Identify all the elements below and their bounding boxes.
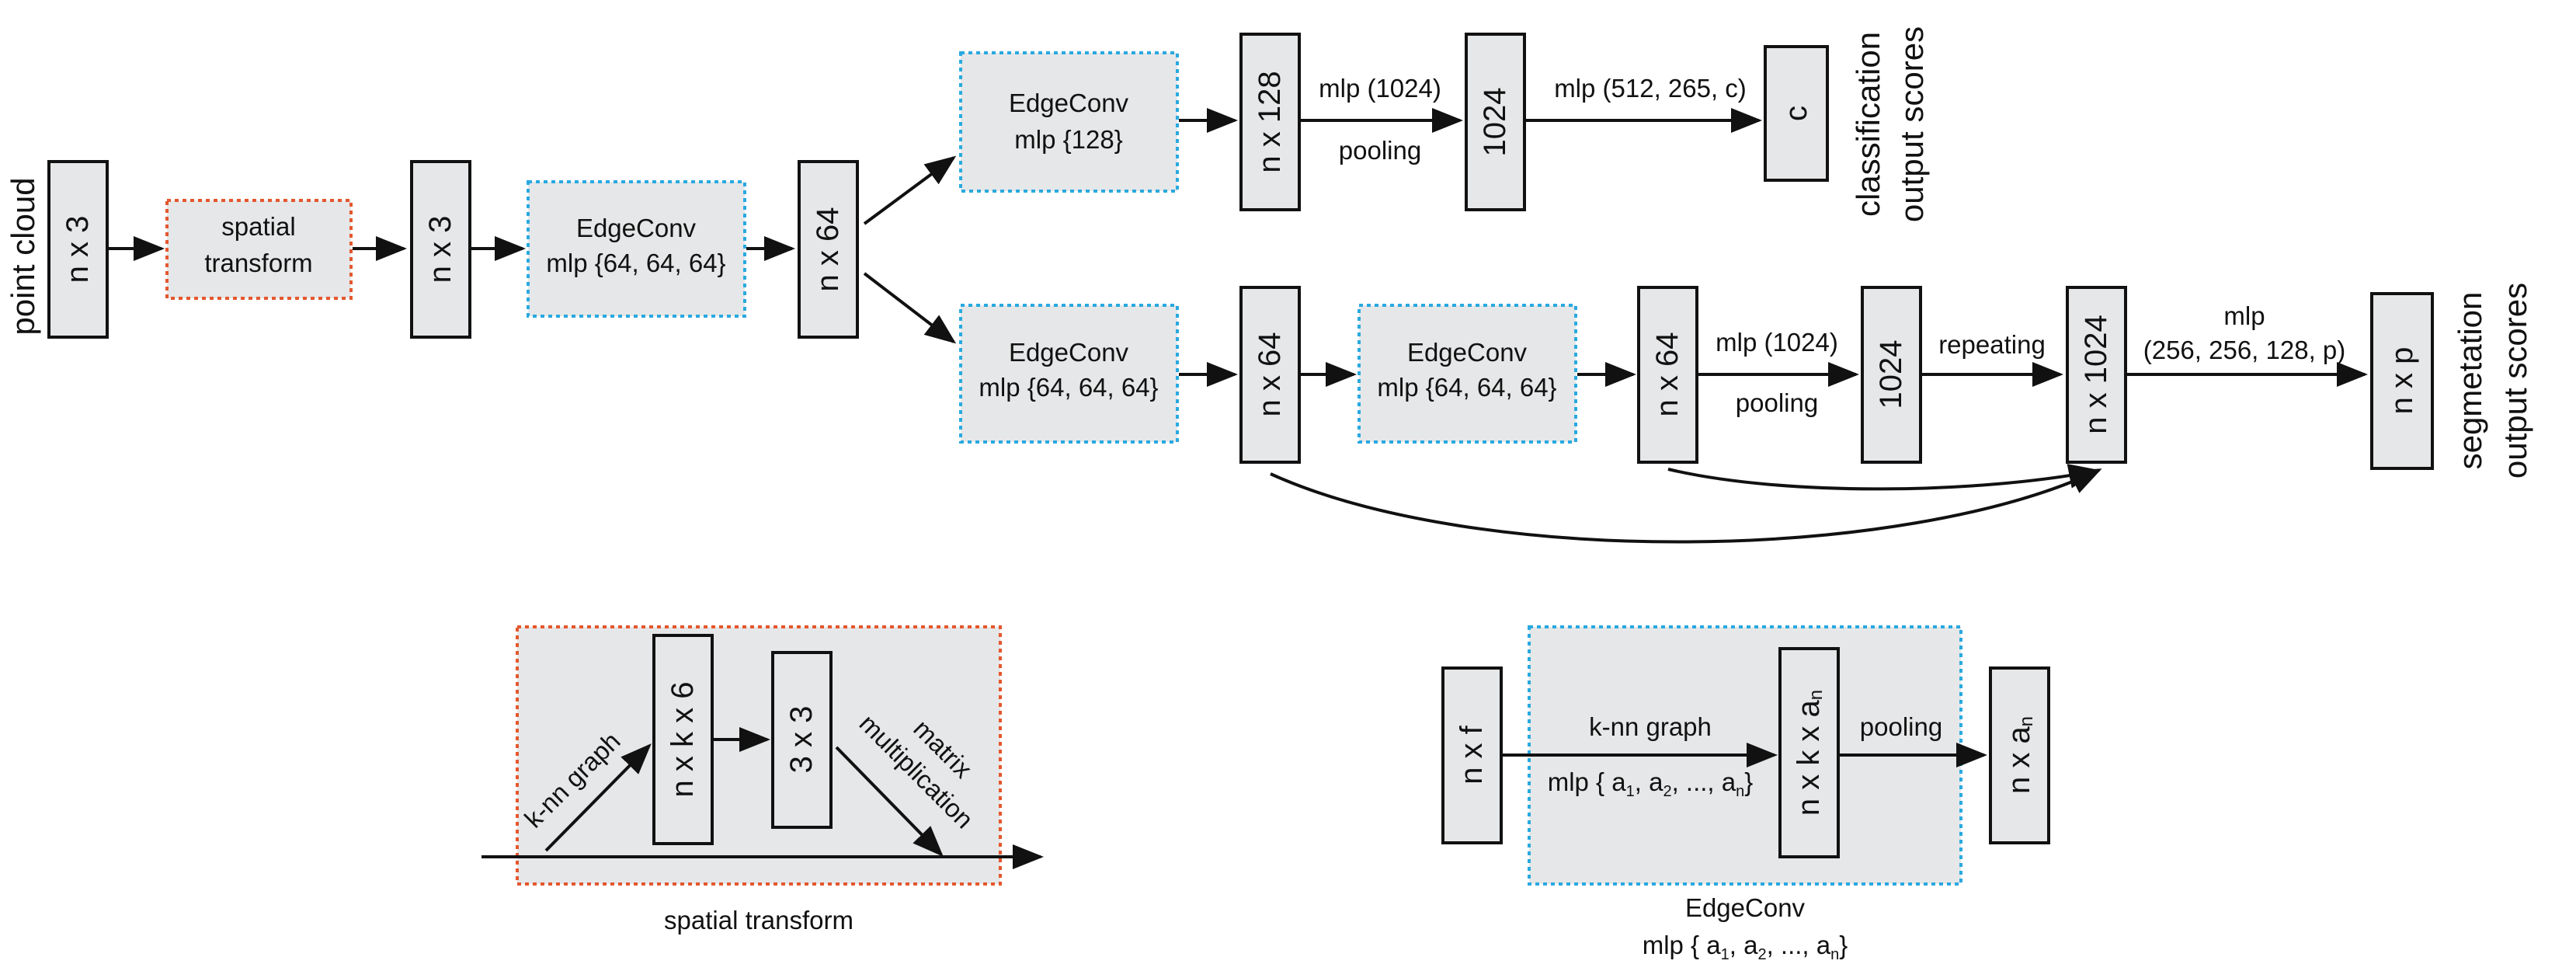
feature-nx128-label: n x 128 (1253, 71, 1287, 172)
edgeconv-cls-title: EdgeConv (1009, 89, 1129, 117)
detail-nxkxa-node: n x k x an (1778, 647, 1840, 858)
cls-mlp-label: mlp (1024) (1319, 74, 1441, 103)
edgeconv-cls-mlp: mlp {128} (1014, 125, 1122, 154)
seg-global-1024-label: 1024 (1874, 340, 1908, 409)
seg-repeating-label: repeating (1938, 330, 2046, 359)
edgeconv-caption-title: EdgeConv (1685, 893, 1806, 922)
detail-nxf-label: n x f (1455, 725, 1489, 784)
detail-matrix-arrow (835, 746, 944, 857)
seg-concat-nx1024-node: n x 1024 (2066, 286, 2127, 464)
detail-nxf-node: n x f (1441, 666, 1503, 844)
seg-feature-b-node: n x 64 (1637, 286, 1698, 464)
cls-global-1024-label: 1024 (1478, 88, 1512, 157)
segmentation-scores-label-1: segmetation (2452, 292, 2488, 470)
spatial-transform-label-1: spatial (221, 212, 295, 241)
input-nx3-node: n x 3 (47, 160, 109, 339)
feature-nx64-label: n x 64 (811, 207, 845, 292)
seg-feature-a-node: n x 64 (1239, 286, 1301, 464)
transformed-nx3-node: n x 3 (410, 160, 471, 339)
cls-pooling-label: pooling (1339, 136, 1421, 165)
detail-nxa-label: n x an (2002, 716, 2037, 794)
seg-pooling-label: pooling (1736, 388, 1818, 417)
spatial-transform-block: spatial transform (165, 199, 353, 300)
cls-global-1024-node: 1024 (1465, 33, 1526, 211)
classification-scores-label-2: output scores (1893, 26, 1930, 222)
detail-edgeconv-knn-label: k-nn graph (1589, 712, 1712, 741)
output-c-node: c (1764, 45, 1829, 182)
skip-connection-feature-a (1270, 468, 2102, 544)
edgeconv-cls-block: EdgeConv mlp {128} (959, 51, 1179, 193)
skip-connection-feature-b (1667, 464, 2100, 491)
edgeconv-detail: n x f k-nn graph mlp { a1, a2, ..., an} … (1441, 625, 2050, 886)
detail-nxa-node: n x an (1989, 666, 2050, 844)
transformed-nx3-label: n x 3 (423, 216, 457, 284)
detail-nxkx6-label: n x k x 6 (666, 682, 700, 798)
detail-nxkx6-node: n x k x 6 (652, 634, 714, 845)
edge-branch-classification (863, 155, 957, 225)
seg-mlp-label: mlp (1024) (1716, 328, 1838, 357)
output-nxp-node: n x p (2370, 292, 2434, 470)
edge-branch-segmentation (863, 272, 957, 344)
output-c-label: c (1779, 106, 1813, 121)
detail-edgeconv-mlp-label: mlp { a1, a2, ..., an} (1548, 767, 1754, 800)
point-cloud-label: point cloud (5, 177, 41, 335)
edgeconv-caption-mlp: mlp { a1, a2, ..., an} (1643, 931, 1848, 963)
edgeconv-seg-b-mlp: mlp {64, 64, 64} (1377, 373, 1556, 402)
seg-feature-a-label: n x 64 (1253, 332, 1287, 417)
input-nx3-label: n x 3 (61, 216, 95, 284)
seg-concat-nx1024-label: n x 1024 (2079, 315, 2113, 433)
edgeconv-seg-a-mlp: mlp {64, 64, 64} (979, 373, 1158, 402)
feature-nx64-node: n x 64 (798, 160, 859, 339)
edgeconv-1-mlp: mlp {64, 64, 64} (546, 249, 725, 277)
edgeconv-seg-b-block: EdgeConv mlp {64, 64, 64} (1358, 304, 1577, 444)
spatial-transform-caption: spatial transform (664, 906, 853, 934)
spatial-transform-label-2: transform (204, 249, 312, 277)
edgeconv-seg-b-title: EdgeConv (1407, 338, 1528, 367)
seg-mlp2-label-1: mlp (2223, 301, 2265, 330)
output-nxp-label: n x p (2385, 347, 2419, 415)
detail-3x3-node: 3 x 3 (771, 651, 833, 829)
seg-mlp2-label-2: (256, 256, 128, p) (2143, 336, 2346, 364)
seg-feature-b-label: n x 64 (1650, 332, 1684, 417)
detail-knn-arrow (544, 743, 652, 852)
spatial-transform-detail: k-nn graph n x k x 6 3 x 3 matrix multip… (481, 625, 1044, 886)
detail-nxkxa-label: n x k x an (1792, 690, 1827, 816)
detail-edgeconv-pooling-label: pooling (1860, 712, 1942, 741)
detail-3x3-label: 3 x 3 (784, 706, 819, 774)
classification-scores-label-1: classification (1850, 32, 1886, 217)
edgeconv-1-block: EdgeConv mlp {64, 64, 64} (527, 180, 746, 318)
feature-nx128-node: n x 128 (1239, 33, 1301, 211)
edgeconv-seg-a-title: EdgeConv (1009, 338, 1129, 367)
edgeconv-seg-a-block: EdgeConv mlp {64, 64, 64} (959, 304, 1179, 444)
edgeconv-1-title: EdgeConv (576, 214, 697, 242)
cls-mlp2-label: mlp (512, 265, c) (1554, 74, 1747, 103)
seg-global-1024-node: 1024 (1861, 286, 1922, 464)
segmentation-scores-label-2: output scores (2497, 283, 2533, 479)
